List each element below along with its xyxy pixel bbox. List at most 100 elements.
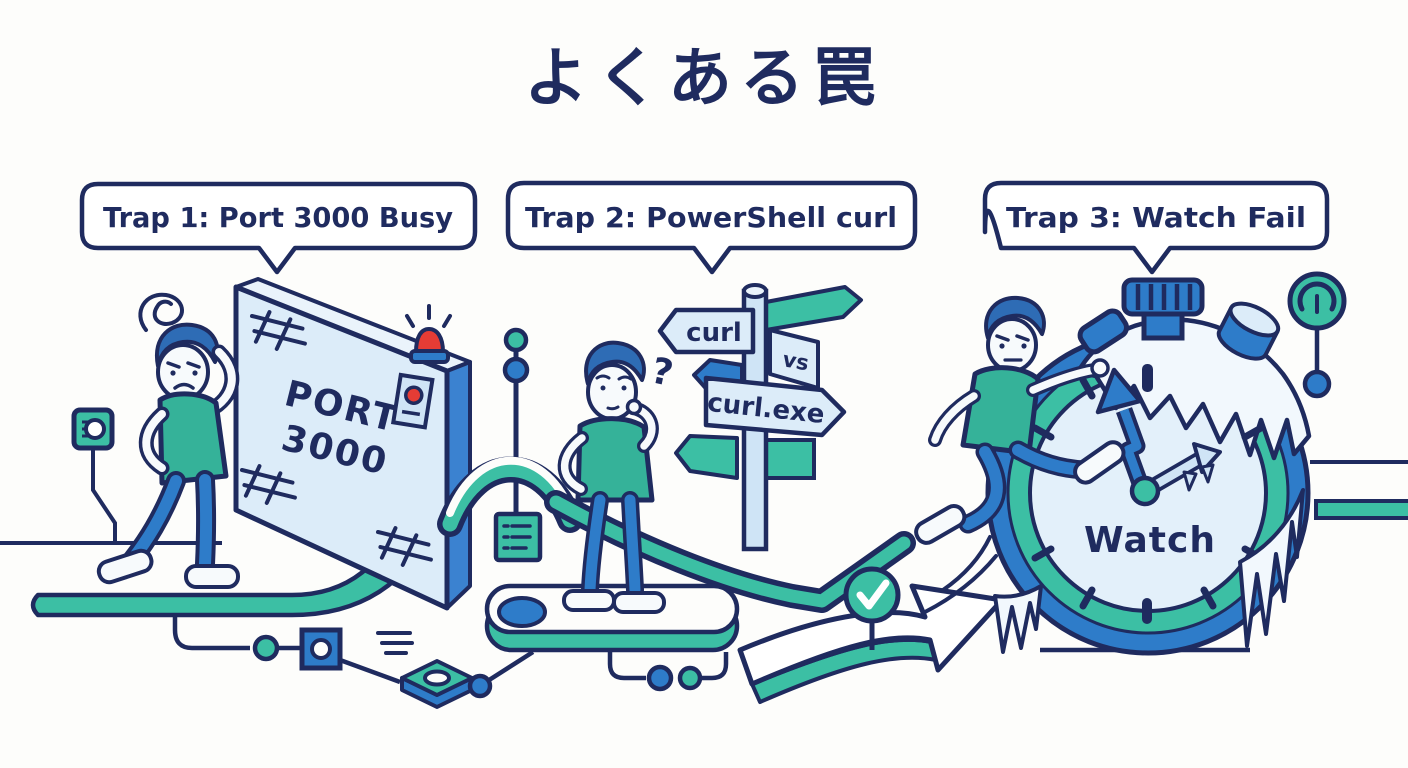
trap-bubbles: Trap 1: Port 3000 Busy Trap 2: PowerShel…	[79, 180, 1330, 275]
person1-eye	[192, 370, 198, 376]
minute-hand	[1119, 408, 1150, 499]
broken-pusher-top	[1228, 301, 1281, 338]
person2-leg	[584, 494, 606, 596]
minute-hand-head	[1095, 367, 1143, 415]
checklist-rows	[502, 524, 532, 550]
hand-ice-drips	[1182, 463, 1215, 492]
circuit-line	[607, 650, 646, 681]
person3-hair	[984, 295, 1046, 340]
signpost-pole-cap	[742, 283, 768, 299]
person1-leg	[126, 475, 182, 566]
person3-face	[986, 317, 1038, 373]
person1-shoe	[96, 548, 154, 585]
circuit-line	[701, 652, 729, 681]
trap1-bubble	[79, 181, 478, 275]
tick-6	[1142, 598, 1152, 624]
trap3-label: Trap 3: Watch Fail	[1006, 201, 1306, 234]
side-pusher-left	[1077, 308, 1129, 355]
sign-vs-label: vs	[781, 347, 811, 375]
person2-mouth	[606, 405, 620, 411]
tick-12	[1142, 364, 1153, 392]
hour-hand	[1145, 454, 1205, 493]
teal-node-dot	[252, 634, 280, 662]
trap3-bubble	[982, 180, 1330, 275]
person2-shirt	[575, 416, 655, 503]
person3-shirt	[960, 365, 1041, 456]
forward-arrow-group	[737, 566, 1005, 704]
edge-teal-bar	[1314, 499, 1408, 520]
menu-lines-decoration	[376, 631, 414, 655]
person2-hair	[584, 340, 646, 386]
node-square-hole	[310, 638, 332, 660]
person1-hair	[154, 322, 220, 368]
blue-dot	[502, 356, 530, 384]
socket-wire	[91, 448, 117, 543]
frustration-squiggle	[138, 292, 184, 332]
badge-icon	[390, 372, 435, 430]
right-decorations	[1287, 271, 1408, 520]
person1-frown	[173, 382, 195, 390]
badge-dot	[404, 385, 424, 405]
page-title: よくある罠	[524, 42, 884, 116]
teal-arrow-sign-right	[764, 285, 863, 332]
trap2-bubble	[505, 180, 918, 275]
teal-dot	[503, 327, 529, 353]
person2-shoe	[612, 591, 666, 614]
diamond-port-hole	[423, 669, 451, 687]
arch-highlight	[446, 456, 574, 517]
blue-dot	[646, 664, 674, 692]
circuit-line	[172, 615, 250, 651]
checklist-card-icon	[493, 511, 543, 563]
siren-icon	[405, 304, 452, 364]
person1-shirt	[157, 391, 229, 486]
teal-dot	[677, 665, 703, 691]
person1-shoe	[184, 564, 240, 589]
crown-ribs	[1135, 284, 1193, 310]
curl-sign	[657, 307, 756, 355]
person3-arm	[1029, 366, 1098, 394]
check-circle-icon	[843, 566, 901, 624]
person2-shoe	[562, 589, 616, 612]
hour-hand-head	[1192, 442, 1222, 474]
blue-dot	[1302, 369, 1332, 399]
person1-leg	[199, 474, 213, 570]
sign-curl-label: curl	[686, 318, 742, 348]
person2-eye	[621, 385, 627, 391]
person1-eye	[170, 370, 176, 376]
person3-arm	[931, 392, 978, 444]
person3-eye	[999, 343, 1005, 349]
check-mark	[856, 579, 890, 610]
plug-pins	[82, 420, 88, 438]
teal-rect-sign	[764, 438, 816, 480]
question-mark: ?	[648, 350, 677, 394]
person2-leg	[624, 494, 641, 596]
siren-base	[409, 349, 450, 364]
wall-hash-marks	[240, 310, 433, 567]
circuit-line	[484, 650, 535, 684]
person2-eye	[600, 385, 606, 391]
person3-brows	[995, 334, 1030, 342]
person-1-frustrated	[96, 292, 240, 589]
icicles-left	[993, 584, 1043, 654]
person1-arm	[142, 410, 166, 472]
frozen-stopwatch: Watch	[985, 277, 1312, 656]
siren-rays	[405, 304, 452, 328]
person3-shoe	[914, 504, 967, 545]
person3-leg	[962, 446, 1003, 530]
person3-fist	[1090, 358, 1110, 378]
blue-dot	[467, 673, 493, 699]
watch-label: Watch	[1084, 520, 1216, 561]
person3-eye	[1021, 343, 1027, 349]
curl-signpost: vs curl curl.exe	[657, 283, 863, 552]
trap2-label: Trap 2: PowerShell curl	[525, 201, 897, 234]
port-3000-wall: PORT 3000	[233, 277, 472, 611]
gauge-arc	[1297, 281, 1337, 312]
person2-arm	[560, 434, 586, 493]
person-2-thinking: ?	[557, 340, 677, 614]
person2-brows	[595, 374, 633, 381]
platform-oval	[497, 596, 547, 628]
watch-hub	[1129, 475, 1161, 507]
person-3-running	[914, 295, 1126, 614]
person1-brows	[166, 361, 201, 369]
